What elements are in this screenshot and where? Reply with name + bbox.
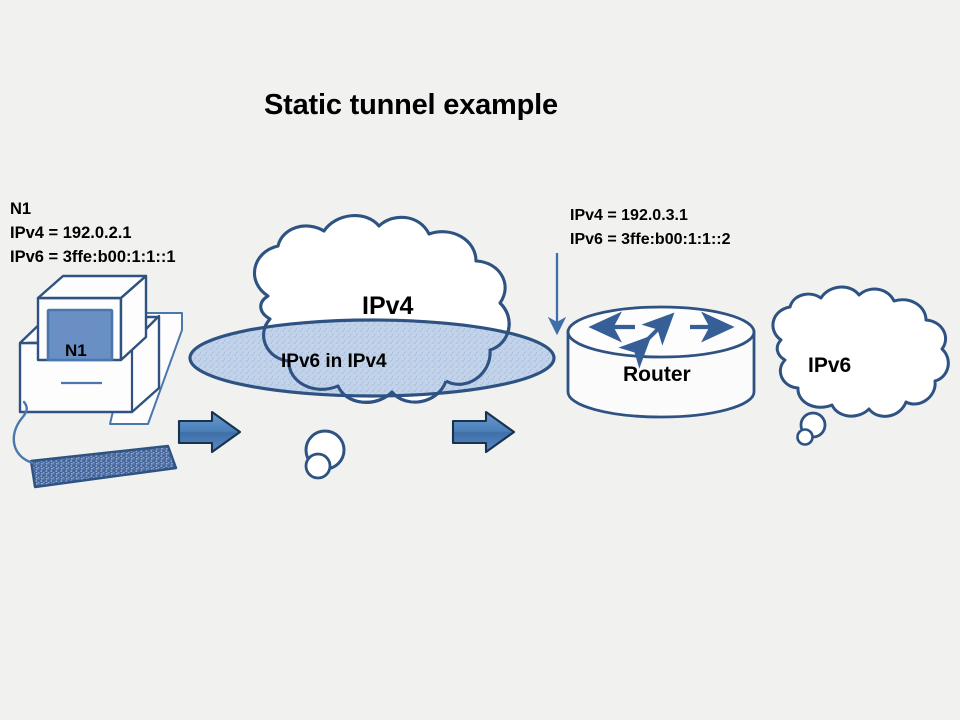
ipv4-cloud-overlap-edge — [262, 301, 511, 404]
ipv6-cloud-label: IPv6 — [808, 354, 852, 377]
router-address-label: IPv4 = 192.0.3.1 IPv6 = 3ffe:b00:1:1::2 — [570, 205, 731, 253]
host-name-label: N1 — [10, 200, 32, 218]
host-ipv6-label: IPv6 = 3ffe:b00:1:1::1 — [10, 247, 176, 266]
tunnel-label: IPv6 in IPv4 — [281, 351, 387, 372]
router-ipv6-label: IPv6 = 3ffe:b00:1:1::2 — [570, 231, 731, 249]
router-top-diagonal-arrow-icon — [618, 312, 675, 369]
host-ipv4-label: IPv4 = 192.0.2.1 — [10, 223, 132, 242]
router-ipv4-label: IPv4 = 192.0.3.1 — [570, 207, 688, 224]
tunnel-ellipse-shape — [188, 318, 556, 398]
page-title: Static tunnel example — [264, 89, 558, 121]
ipv6-cloud-shape — [771, 285, 950, 446]
ipv4-cloud-label: IPv4 — [362, 292, 414, 320]
router-label: Router — [623, 363, 691, 386]
router-icon — [566, 305, 756, 419]
flow-arrow-left-icon — [177, 410, 242, 454]
host-computer-icon — [12, 274, 183, 489]
monitor-screen-label: N1 — [65, 341, 87, 360]
host-address-label: N1 IPv4 = 192.0.2.1 IPv6 = 3ffe:b00:1:1:… — [10, 199, 176, 270]
flow-arrow-right-icon — [451, 410, 516, 454]
